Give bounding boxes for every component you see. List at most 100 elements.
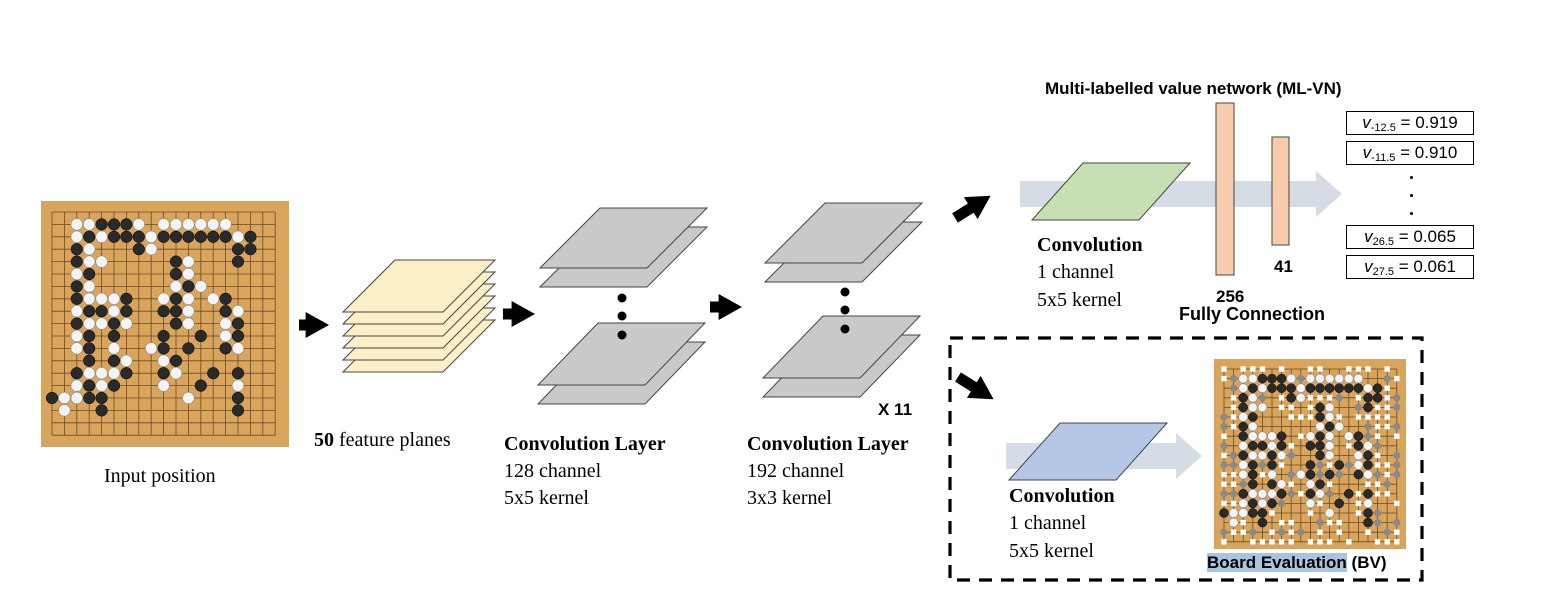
- conv1-kernel: 5x5 kernel: [504, 487, 589, 509]
- white-stone: [1238, 508, 1249, 518]
- white-stone: [70, 305, 83, 318]
- conv2-kernel: 3x3 kernel: [747, 487, 832, 509]
- white-stone: [1238, 440, 1249, 451]
- white-marker: [1374, 433, 1381, 439]
- black-stone: [1363, 508, 1373, 518]
- white-stone: [1363, 440, 1373, 451]
- black-stone: [1248, 469, 1258, 480]
- white-stone: [1257, 431, 1268, 442]
- feature-text: feature planes: [334, 429, 451, 451]
- black-stone: [107, 329, 121, 343]
- white-marker: [1365, 481, 1371, 487]
- mlvn-conv-title: Convolution: [1037, 234, 1143, 256]
- black-stone: [70, 367, 83, 380]
- white-stone: [1324, 508, 1335, 518]
- white-marker: [1307, 414, 1314, 420]
- white-marker: [1278, 404, 1285, 411]
- conv1-title: Convolution Layer: [504, 433, 666, 455]
- black-stone: [194, 230, 207, 243]
- gray-marker: [1373, 470, 1382, 479]
- white-marker: [1374, 414, 1381, 420]
- black-stone: [70, 243, 83, 256]
- gray-marker: [1229, 451, 1238, 460]
- white-stone: [95, 367, 108, 380]
- white-stone: [70, 379, 83, 392]
- white-stone: [1363, 383, 1373, 394]
- white-stone: [1267, 431, 1277, 442]
- white-marker: [1355, 491, 1362, 497]
- white-marker: [1374, 491, 1381, 497]
- black-stone: [107, 230, 121, 243]
- black-stone: [1353, 431, 1364, 441]
- gray-marker: [1393, 470, 1401, 479]
- white-marker: [1394, 539, 1400, 545]
- gray-marker: [1316, 470, 1324, 479]
- output-box: v-12.5 = 0.919: [1346, 111, 1474, 135]
- gray-marker: [1383, 528, 1391, 536]
- white-stone: [1238, 469, 1249, 480]
- white-marker: [1326, 395, 1333, 401]
- black-stone: [1267, 460, 1277, 470]
- white-marker: [1307, 539, 1314, 545]
- white-marker: [1346, 366, 1352, 372]
- gray-marker: [1239, 480, 1247, 488]
- white-stone: [95, 292, 108, 305]
- black-stone: [194, 329, 207, 343]
- white-stone: [1247, 421, 1258, 432]
- black-stone: [1305, 383, 1316, 393]
- white-stone: [231, 379, 245, 392]
- black-stone: [1305, 460, 1316, 470]
- white-stone: [1247, 392, 1258, 403]
- white-stone: [1305, 498, 1316, 509]
- white-stone: [182, 267, 195, 281]
- black-stone: [107, 218, 121, 231]
- gray-marker: [1393, 403, 1401, 412]
- white-stone: [194, 280, 207, 293]
- mlvn-conv-kernel: 5x5 kernel: [1037, 289, 1122, 311]
- output-box: v27.5 = 0.061: [1346, 255, 1474, 279]
- white-stone: [1276, 479, 1287, 490]
- white-marker: [1355, 366, 1362, 372]
- ellipsis-dot: [617, 330, 627, 340]
- black-stone: [231, 404, 245, 417]
- black-stone: [1315, 441, 1325, 451]
- white-marker: [1365, 366, 1371, 372]
- white-marker: [1384, 462, 1390, 468]
- white-stone: [145, 230, 158, 243]
- board-evaluation-label: Board Evaluation (BV): [1207, 553, 1386, 573]
- black-stone: [132, 243, 145, 256]
- arrow-input-to-features: [299, 312, 329, 338]
- white-marker: [1221, 481, 1227, 487]
- gray-marker: [1383, 480, 1391, 488]
- feature-plane: [341, 259, 497, 313]
- white-marker: [1240, 366, 1246, 372]
- black-stone: [1334, 383, 1344, 393]
- black-stone: [83, 267, 96, 281]
- black-stone: [1363, 517, 1373, 528]
- white-stone: [1353, 373, 1364, 384]
- black-stone: [1276, 441, 1287, 451]
- white-stone: [107, 305, 121, 318]
- black-stone: [70, 317, 83, 330]
- gray-marker: [1335, 470, 1343, 479]
- black-stone: [1286, 393, 1296, 403]
- gray-marker: [1297, 374, 1305, 383]
- arrow-shape: [955, 372, 994, 400]
- white-marker: [1221, 539, 1227, 545]
- white-stone: [107, 367, 121, 380]
- white-stone: [157, 218, 170, 231]
- gray-marker: [1316, 518, 1324, 527]
- white-stone: [231, 305, 245, 318]
- bv-dashed-region: [948, 336, 1424, 582]
- ellipsis-dot: [840, 324, 850, 334]
- black-stone: [1324, 383, 1335, 393]
- white-stone: [58, 404, 71, 417]
- white-stone: [120, 354, 133, 367]
- black-stone: [1238, 421, 1248, 432]
- white-stone: [169, 218, 183, 231]
- black-stone: [244, 230, 257, 243]
- white-stone: [70, 230, 83, 243]
- gray-marker: [1287, 470, 1295, 479]
- white-stone: [95, 317, 108, 330]
